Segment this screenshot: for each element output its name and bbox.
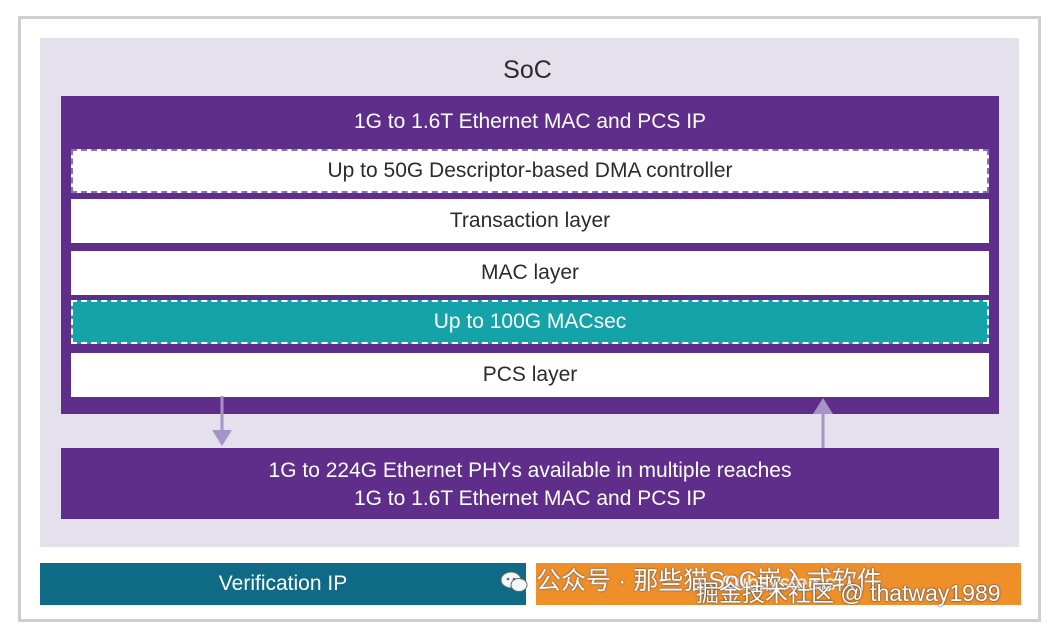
subsystems-box: Subsystems: [536, 563, 1021, 605]
soc-title: SoC: [503, 56, 552, 84]
phy-line-1: 1G to 224G Ethernet PHYs available in mu…: [268, 459, 792, 482]
watermark-text-1: 公众号 · 那些猫SoC嵌入式软件: [536, 567, 882, 595]
transaction-layer: Transaction layer: [71, 199, 989, 243]
watermark-line-1: 公众号 · 那些猫SoC嵌入式软件: [500, 566, 882, 596]
wechat-icon: [500, 571, 528, 593]
pcs-layer: PCS layer: [71, 353, 989, 397]
ethernet-phy-block: 1G to 224G Ethernet PHYs available in mu…: [61, 448, 999, 519]
up-arrow-icon: [813, 398, 833, 448]
macsec-layer: Up to 100G MACsec: [71, 300, 989, 344]
watermark-line-2: 掘金技术社区 @ thatway1989: [696, 580, 1001, 606]
dma-controller-layer: Up to 50G Descriptor-based DMA controlle…: [71, 149, 989, 193]
mac-pcs-ip-title: 1G to 1.6T Ethernet MAC and PCS IP: [353, 110, 707, 133]
down-arrow-icon: [212, 396, 232, 446]
mac-layer: MAC layer: [71, 251, 989, 295]
phy-line-2: 1G to 1.6T Ethernet MAC and PCS IP: [353, 487, 707, 510]
verification-ip-box: Verification IP: [40, 563, 526, 605]
